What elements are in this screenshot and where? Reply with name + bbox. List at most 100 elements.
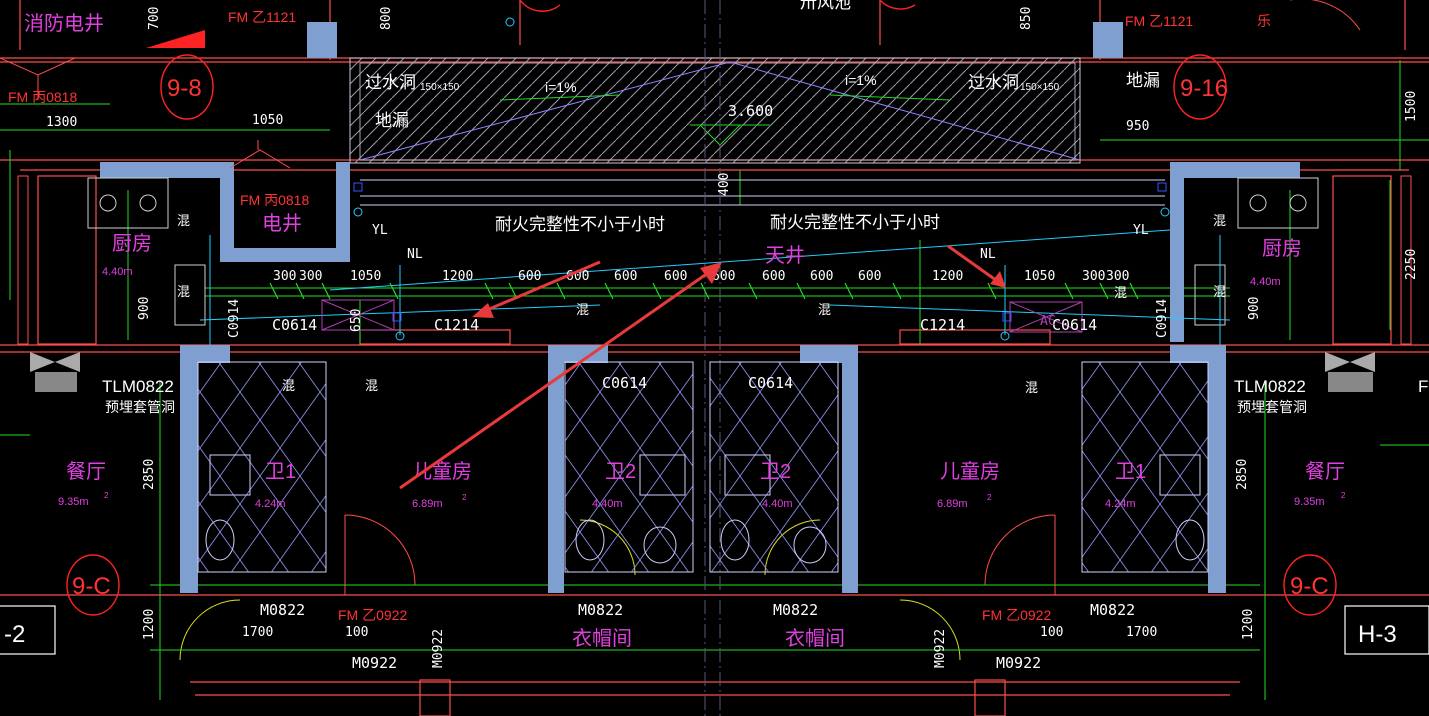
light-well-slab <box>349 57 1165 206</box>
hun-9: 混 <box>1213 213 1226 228</box>
axis-boxes <box>0 605 1429 655</box>
row-dim-3: 1050 <box>350 269 381 284</box>
dim-1300: 1300 <box>46 115 77 130</box>
floor-drain-right: 地漏 <box>1126 71 1160 90</box>
ac-right: AC <box>1040 314 1056 329</box>
fragment-red-right: 乐 <box>1257 13 1271 29</box>
child-right-area: 6.89m <box>937 498 968 510</box>
dining-left-label: 餐厅 <box>66 460 106 483</box>
hole-size-left: 150×150 <box>420 82 460 93</box>
c0614-right: C0614 <box>1052 316 1097 334</box>
fire-rating-right: 耐火完整性不小于小时 <box>770 213 940 232</box>
row-dim-10: 600 <box>762 269 785 284</box>
row-dim-13: 1200 <box>932 269 963 284</box>
dim-1200-left: 1200 <box>142 609 157 640</box>
axis-9-16-label: 9-16 <box>1180 75 1228 102</box>
dim-2850-right: 2850 <box>1235 459 1250 490</box>
hun-7: 混 <box>1025 380 1038 395</box>
c0914-right: C0914 <box>1155 299 1170 338</box>
m0822-3: M0822 <box>773 601 818 619</box>
door-swings <box>344 0 1361 595</box>
bath1-left-label: 卫1 <box>265 461 296 483</box>
bath2-mid-right-area: 4.40m <box>762 498 793 510</box>
elec-well-label: 电井 <box>262 212 302 235</box>
red-flag-mark <box>146 30 205 48</box>
dim-850: 850 <box>1019 7 1034 30</box>
row-dim-7: 600 <box>614 269 637 284</box>
dim-950: 950 <box>1126 119 1149 134</box>
dim-1050-top: 1050 <box>252 113 283 128</box>
axis-9-c-right-label: 9-C <box>1290 573 1329 600</box>
fm-yi-1121-left: FM 乙1121 <box>228 9 296 25</box>
fm-b-0818-left: FM 丙0818 <box>8 89 77 105</box>
fragment-f: F <box>1418 377 1428 396</box>
hole-size-right: 150×150 <box>1020 82 1060 93</box>
cloak-right-label: 衣帽间 <box>785 627 845 650</box>
bowtie-symbols <box>30 352 1375 392</box>
walls <box>100 22 1300 593</box>
floor-drain-left: 地漏 <box>375 111 409 130</box>
dim-650: 650 <box>349 309 364 332</box>
bath1-left-area: 4.24m <box>255 498 286 510</box>
hun-5: 混 <box>282 378 295 393</box>
cloak-left-label: 衣帽间 <box>572 627 632 650</box>
row-dim-11: 600 <box>810 269 833 284</box>
overflow-hole-right: 过水洞 <box>968 73 1019 92</box>
ac-units <box>321 299 1083 333</box>
c1214-right: C1214 <box>920 316 965 334</box>
m0922-vert-left: M0922 <box>431 629 446 668</box>
hun-8: 混 <box>1114 285 1127 300</box>
tlm-left: TLM0822 <box>102 377 174 396</box>
bath1-right-label: 卫1 <box>1115 461 1146 483</box>
light-well-label: 天井 <box>765 244 805 267</box>
fm-yi-0922-left: FM 乙0922 <box>338 607 407 623</box>
hun-2: 混 <box>177 284 190 299</box>
c0614-mid-left: C0614 <box>602 374 647 392</box>
m0922-left: M0922 <box>352 654 397 672</box>
row-dim-16: 300 <box>1106 269 1129 284</box>
sleeve-left: 预埋套管洞 <box>105 399 175 415</box>
m0922-vert-right: M0922 <box>933 629 948 668</box>
c1214-left: C1214 <box>434 316 479 334</box>
row-dim-8: 600 <box>664 269 687 284</box>
tlm-right: TLM0822 <box>1234 377 1306 396</box>
dining-right-label: 餐厅 <box>1305 460 1345 483</box>
bath2-mid-left-label: 卫2 <box>605 461 636 483</box>
child-left-area: 6.89m <box>412 498 443 510</box>
shaft-door-symbols <box>0 57 291 169</box>
kitchens <box>17 175 1412 345</box>
row-dim-5: 600 <box>518 269 541 284</box>
hun-1: 混 <box>177 213 190 228</box>
fire-rating-left: 耐火完整性不小于小时 <box>495 215 665 234</box>
dim-1500: 1500 <box>1404 91 1419 122</box>
fragment-top: 卅风池 <box>800 0 851 12</box>
dim-800: 800 <box>379 7 394 30</box>
row-dim-ticks <box>269 282 1139 300</box>
annotation-arrows <box>399 244 1006 490</box>
kitchen-right-area: 4.40m <box>1250 276 1281 288</box>
axis-9-c-left-label: 9-C <box>72 573 111 600</box>
hun-10: 混 <box>1213 284 1226 299</box>
child-room-right-label: 儿童房 <box>940 460 1000 483</box>
dim-900-right: 900 <box>1247 297 1262 320</box>
elevation-label: 3.600 <box>728 102 773 120</box>
dim-1700-right: 1700 <box>1126 625 1157 640</box>
yl-left: YL <box>372 223 388 238</box>
slope-right: i=1% <box>845 72 877 88</box>
nl-right: NL <box>980 247 996 262</box>
hun-6: 混 <box>365 378 378 393</box>
sleeve-right: 预埋套管洞 <box>1237 399 1307 415</box>
sq-mark-2: 2 <box>1341 491 1346 500</box>
row-dim-4: 1200 <box>442 269 473 284</box>
m0822-2: M0822 <box>578 601 623 619</box>
overflow-hole-left: 过水洞 <box>365 73 416 92</box>
bath2-mid-left-area: 4.40m <box>592 498 623 510</box>
c0914-left: C0914 <box>227 299 242 338</box>
fm-b-0818-mid: FM 丙0818 <box>240 192 309 208</box>
yl-right: YL <box>1133 223 1149 238</box>
sq-mark-4: 2 <box>987 493 992 502</box>
dim-400: 400 <box>717 173 732 196</box>
hun-3: 混 <box>576 302 589 317</box>
row-dim-1: 300 <box>273 269 296 284</box>
